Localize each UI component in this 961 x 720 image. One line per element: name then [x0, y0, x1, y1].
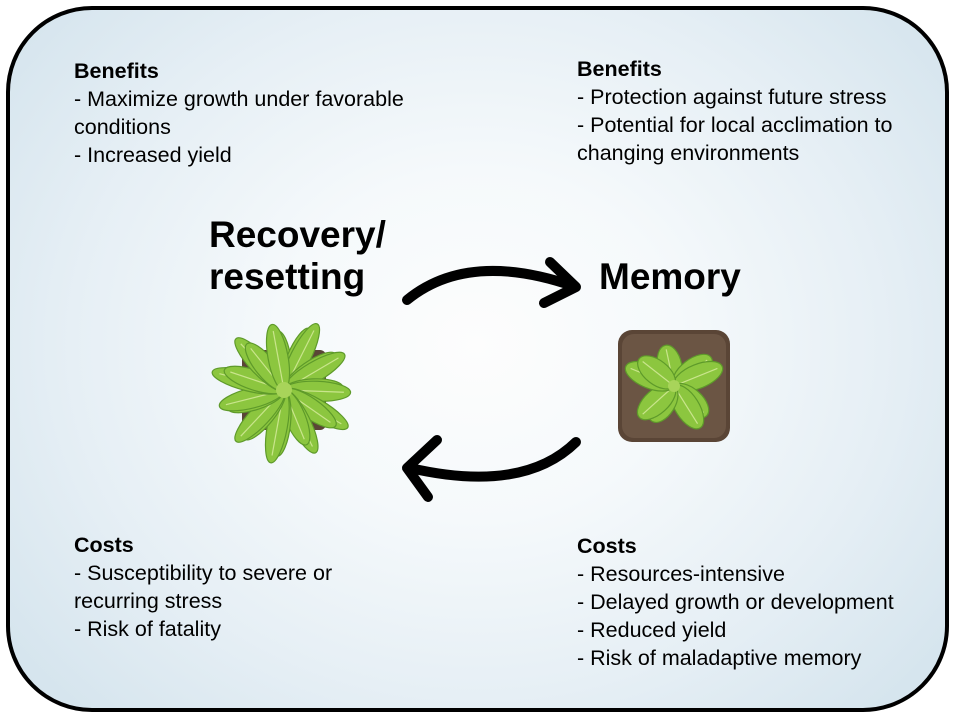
costs-left-block: Costs - Susceptibility to severe or recu…: [74, 531, 332, 643]
benefits-left-block: Benefits - Maximize growth under favorab…: [74, 57, 404, 169]
costs-left-line: recurring stress: [74, 589, 223, 613]
costs-left-heading: Costs: [74, 533, 134, 557]
costs-right-block: Costs - Resources-intensive - Delayed gr…: [577, 532, 894, 672]
leaf-vein: [642, 361, 675, 387]
rosette-center: [276, 382, 292, 398]
arrow-to-memory-head: [539, 257, 581, 308]
costs-left-line: - Risk of fatality: [74, 617, 221, 641]
arrow-to-memory: [402, 257, 581, 308]
memory-plant-image: [618, 330, 730, 442]
recovery-title-line: resetting: [209, 256, 366, 297]
costs-right-heading: Costs: [577, 534, 637, 558]
benefits-left-line: - Increased yield: [74, 143, 232, 167]
arrow-to-recovery-head: [402, 435, 442, 502]
costs-right-line: - Resources-intensive: [577, 562, 785, 586]
arrow-to-recovery-shaft: [405, 437, 581, 482]
rosette-center: [668, 380, 680, 392]
benefits-right-line: - Protection against future stress: [577, 85, 887, 109]
recovered-plant-image: [211, 323, 352, 464]
costs-right-line: - Risk of maladaptive memory: [577, 646, 862, 670]
recovery-title: Recovery/ resetting: [209, 214, 386, 298]
recovery-title-line: Recovery/: [209, 214, 386, 255]
memory-title: Memory: [599, 256, 741, 297]
arrow-to-recovery: [402, 435, 581, 502]
benefits-right-heading: Benefits: [577, 57, 662, 81]
benefits-left-line: conditions: [74, 115, 171, 139]
costs-left-line: - Susceptibility to severe or: [74, 561, 333, 585]
rosette-leaves: [624, 344, 724, 430]
benefits-right-line: changing environments: [577, 141, 800, 165]
leaf-vein: [272, 330, 285, 391]
rosette-leaves: [211, 323, 352, 464]
benefits-left-heading: Benefits: [74, 59, 159, 83]
costs-right-line: - Delayed growth or development: [577, 590, 894, 614]
benefits-right-block: Benefits - Protection against future str…: [577, 55, 892, 167]
diagram-panel: Benefits - Maximize growth under favorab…: [6, 6, 949, 712]
benefits-right-line: - Potential for local acclimation to: [577, 113, 893, 137]
arrow-to-memory-shaft: [402, 265, 578, 305]
benefits-left-line: - Maximize growth under favorable: [74, 87, 404, 111]
costs-right-line: - Reduced yield: [577, 618, 727, 642]
